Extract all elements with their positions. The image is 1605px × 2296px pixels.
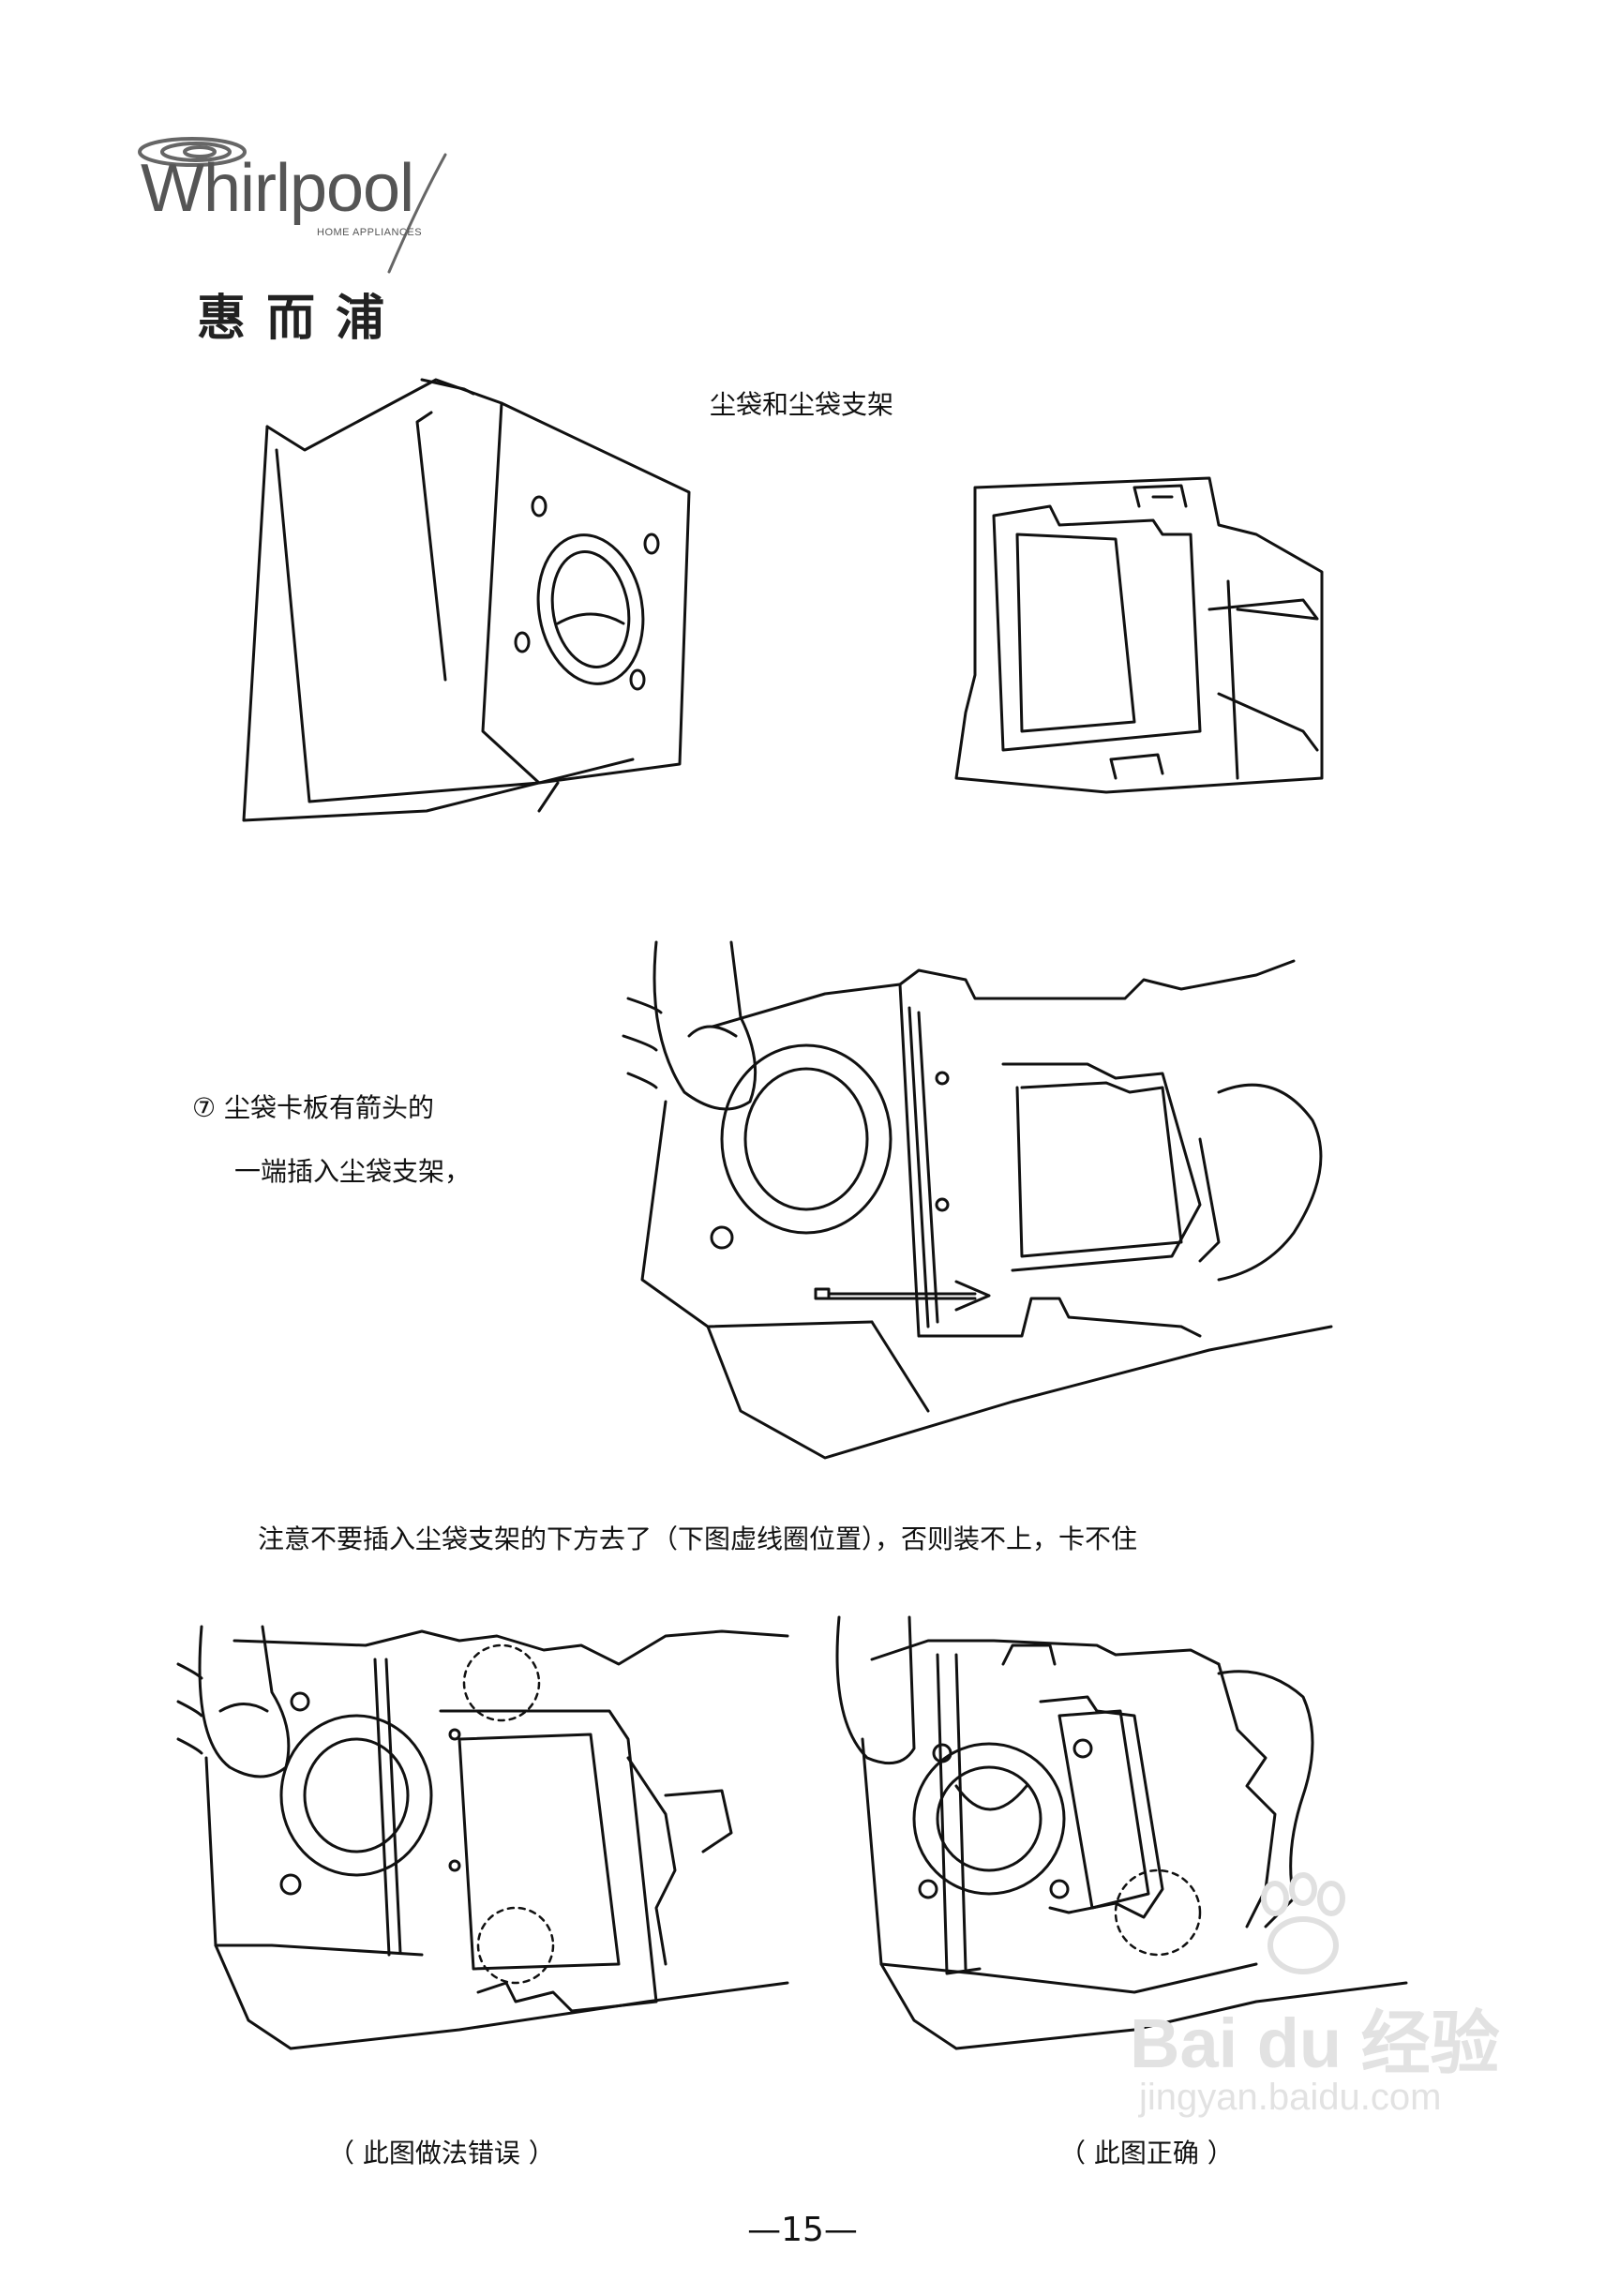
dust-bag-holder-illustration — [954, 476, 1324, 794]
whirlpool-swirl-icon — [138, 137, 447, 274]
step-instruction-line2: 一端插入尘袋支架， — [234, 1156, 472, 1187]
brand-wordmark: Whirlpool — [141, 151, 414, 226]
insertion-step-illustration — [622, 940, 1333, 1460]
watermark-brand: Bai du 经验 — [1130, 2004, 1500, 2082]
baidu-paw-icon — [1261, 1872, 1345, 1974]
warning-caption: 注意不要插入尘袋支架的下方去了（下图虚线圈位置），否则装不上，卡不住 — [258, 1523, 1138, 1554]
page-number: —15— — [747, 2211, 858, 2249]
dust-bag-illustration — [242, 378, 691, 822]
correct-example-label: （ 此图正确 ） — [1059, 2138, 1234, 2168]
wrong-insertion-illustration — [176, 1625, 789, 2050]
step-instruction-line1: 尘袋卡板有箭头的 — [224, 1092, 435, 1123]
figure-title: 尘袋和尘袋支架 — [710, 389, 894, 420]
brand-subline: HOME APPLIANCES — [317, 227, 423, 238]
correct-insertion-illustration — [835, 1615, 1408, 2050]
wrong-example-label: （ 此图做法错误 ） — [328, 2138, 555, 2168]
step-number: ⑦ — [192, 1092, 217, 1123]
watermark-url: jingyan.baidu.com — [1139, 2077, 1442, 2118]
brand-chinese-name: 惠而浦 — [197, 291, 406, 347]
